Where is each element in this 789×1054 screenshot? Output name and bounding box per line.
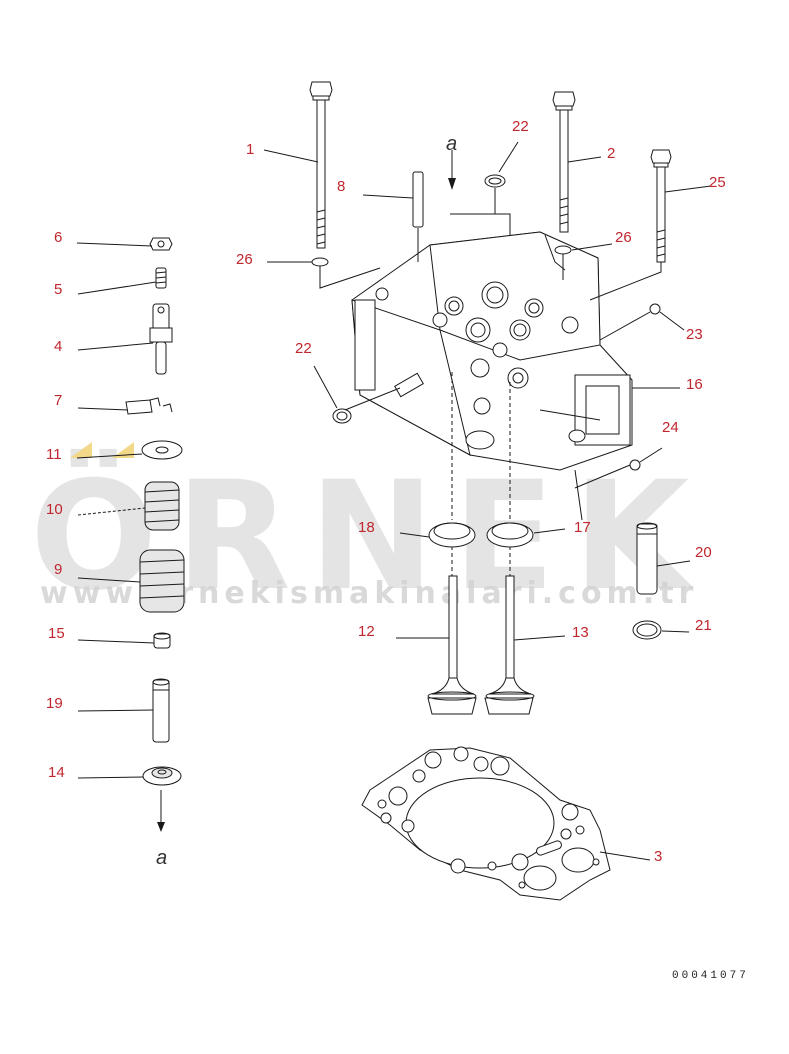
callout-4: 4: [54, 338, 62, 355]
nut-6: [149, 237, 173, 251]
valve-seat-insert-18: [428, 522, 476, 548]
watermark-accent-left: [70, 442, 92, 458]
callout-6: 6: [54, 229, 62, 246]
intake-valve-12: [427, 575, 477, 715]
callout-26-right: 26: [615, 229, 632, 246]
callout-21: 21: [695, 617, 712, 634]
valve-seat-insert-17: [486, 522, 534, 548]
o-ring-22-top: [484, 174, 506, 188]
cylinder-head: [351, 231, 633, 471]
washer-26-left: [311, 257, 329, 267]
outer-spring-9: [139, 549, 185, 613]
callout-labels: 1 2 3 4 5 6 7 8 9 10 11 12 13 14 15 16 1…: [46, 118, 726, 865]
valve-stem-seal-15: [153, 632, 171, 649]
callout-16: 16: [686, 376, 703, 393]
callout-23: 23: [686, 326, 703, 343]
callout-26-left: 26: [236, 251, 253, 268]
callout-3: 3: [654, 848, 662, 865]
o-ring-22-left: [332, 408, 352, 424]
leader-lines: [76, 141, 712, 861]
head-gasket-3: [361, 746, 611, 901]
exhaust-valve-13: [484, 575, 535, 715]
valve-guide-lines: [451, 372, 511, 576]
callout-2: 2: [607, 145, 615, 162]
valve-rotator-14: [142, 766, 182, 786]
callout-17: 17: [574, 519, 591, 536]
plug-23: [649, 303, 661, 315]
plug-24: [629, 459, 641, 471]
watermark-accent-right: [112, 442, 134, 458]
callout-10: 10: [46, 501, 63, 518]
callout-18: 18: [358, 519, 375, 536]
dowel-pin-8: [412, 171, 424, 228]
callout-7: 7: [54, 392, 62, 409]
callout-22-top: 22: [512, 118, 529, 135]
bolt-1: [309, 81, 333, 249]
o-ring-21: [632, 620, 662, 640]
drawing-code: 00041077: [672, 970, 749, 982]
callout-13: 13: [572, 624, 589, 641]
inner-spring-10: [144, 481, 180, 531]
clip-7: [125, 397, 173, 415]
watermark-url: www.ornekismakinalari.com.tr: [40, 576, 698, 611]
callout-8: 8: [337, 178, 345, 195]
callout-22-left: 22: [295, 340, 312, 357]
callout-15: 15: [48, 625, 65, 642]
spring-seat-11: [141, 440, 183, 460]
reference-letter-top: a: [446, 133, 457, 155]
rocker-arm-4: [149, 303, 173, 375]
callout-9: 9: [54, 561, 62, 578]
callout-25: 25: [709, 174, 726, 191]
callout-19: 19: [46, 695, 63, 712]
reference-arrow-down: [157, 790, 165, 832]
assembly-lines: [319, 188, 662, 489]
callout-11: 11: [46, 446, 62, 463]
callout-14: 14: [48, 764, 65, 781]
callout-5: 5: [54, 281, 62, 298]
reference-letter-bottom: a: [156, 847, 167, 869]
bolt-25: [650, 149, 672, 263]
valve-guide-19: [152, 678, 170, 743]
callout-12: 12: [358, 623, 375, 640]
bolt-2: [552, 91, 576, 233]
callout-24: 24: [662, 419, 679, 436]
adjusting-screw-5: [155, 267, 167, 289]
washer-26-right: [554, 245, 572, 255]
callout-20: 20: [695, 544, 712, 561]
sleeve-20: [636, 522, 658, 595]
callout-1: 1: [246, 141, 254, 158]
